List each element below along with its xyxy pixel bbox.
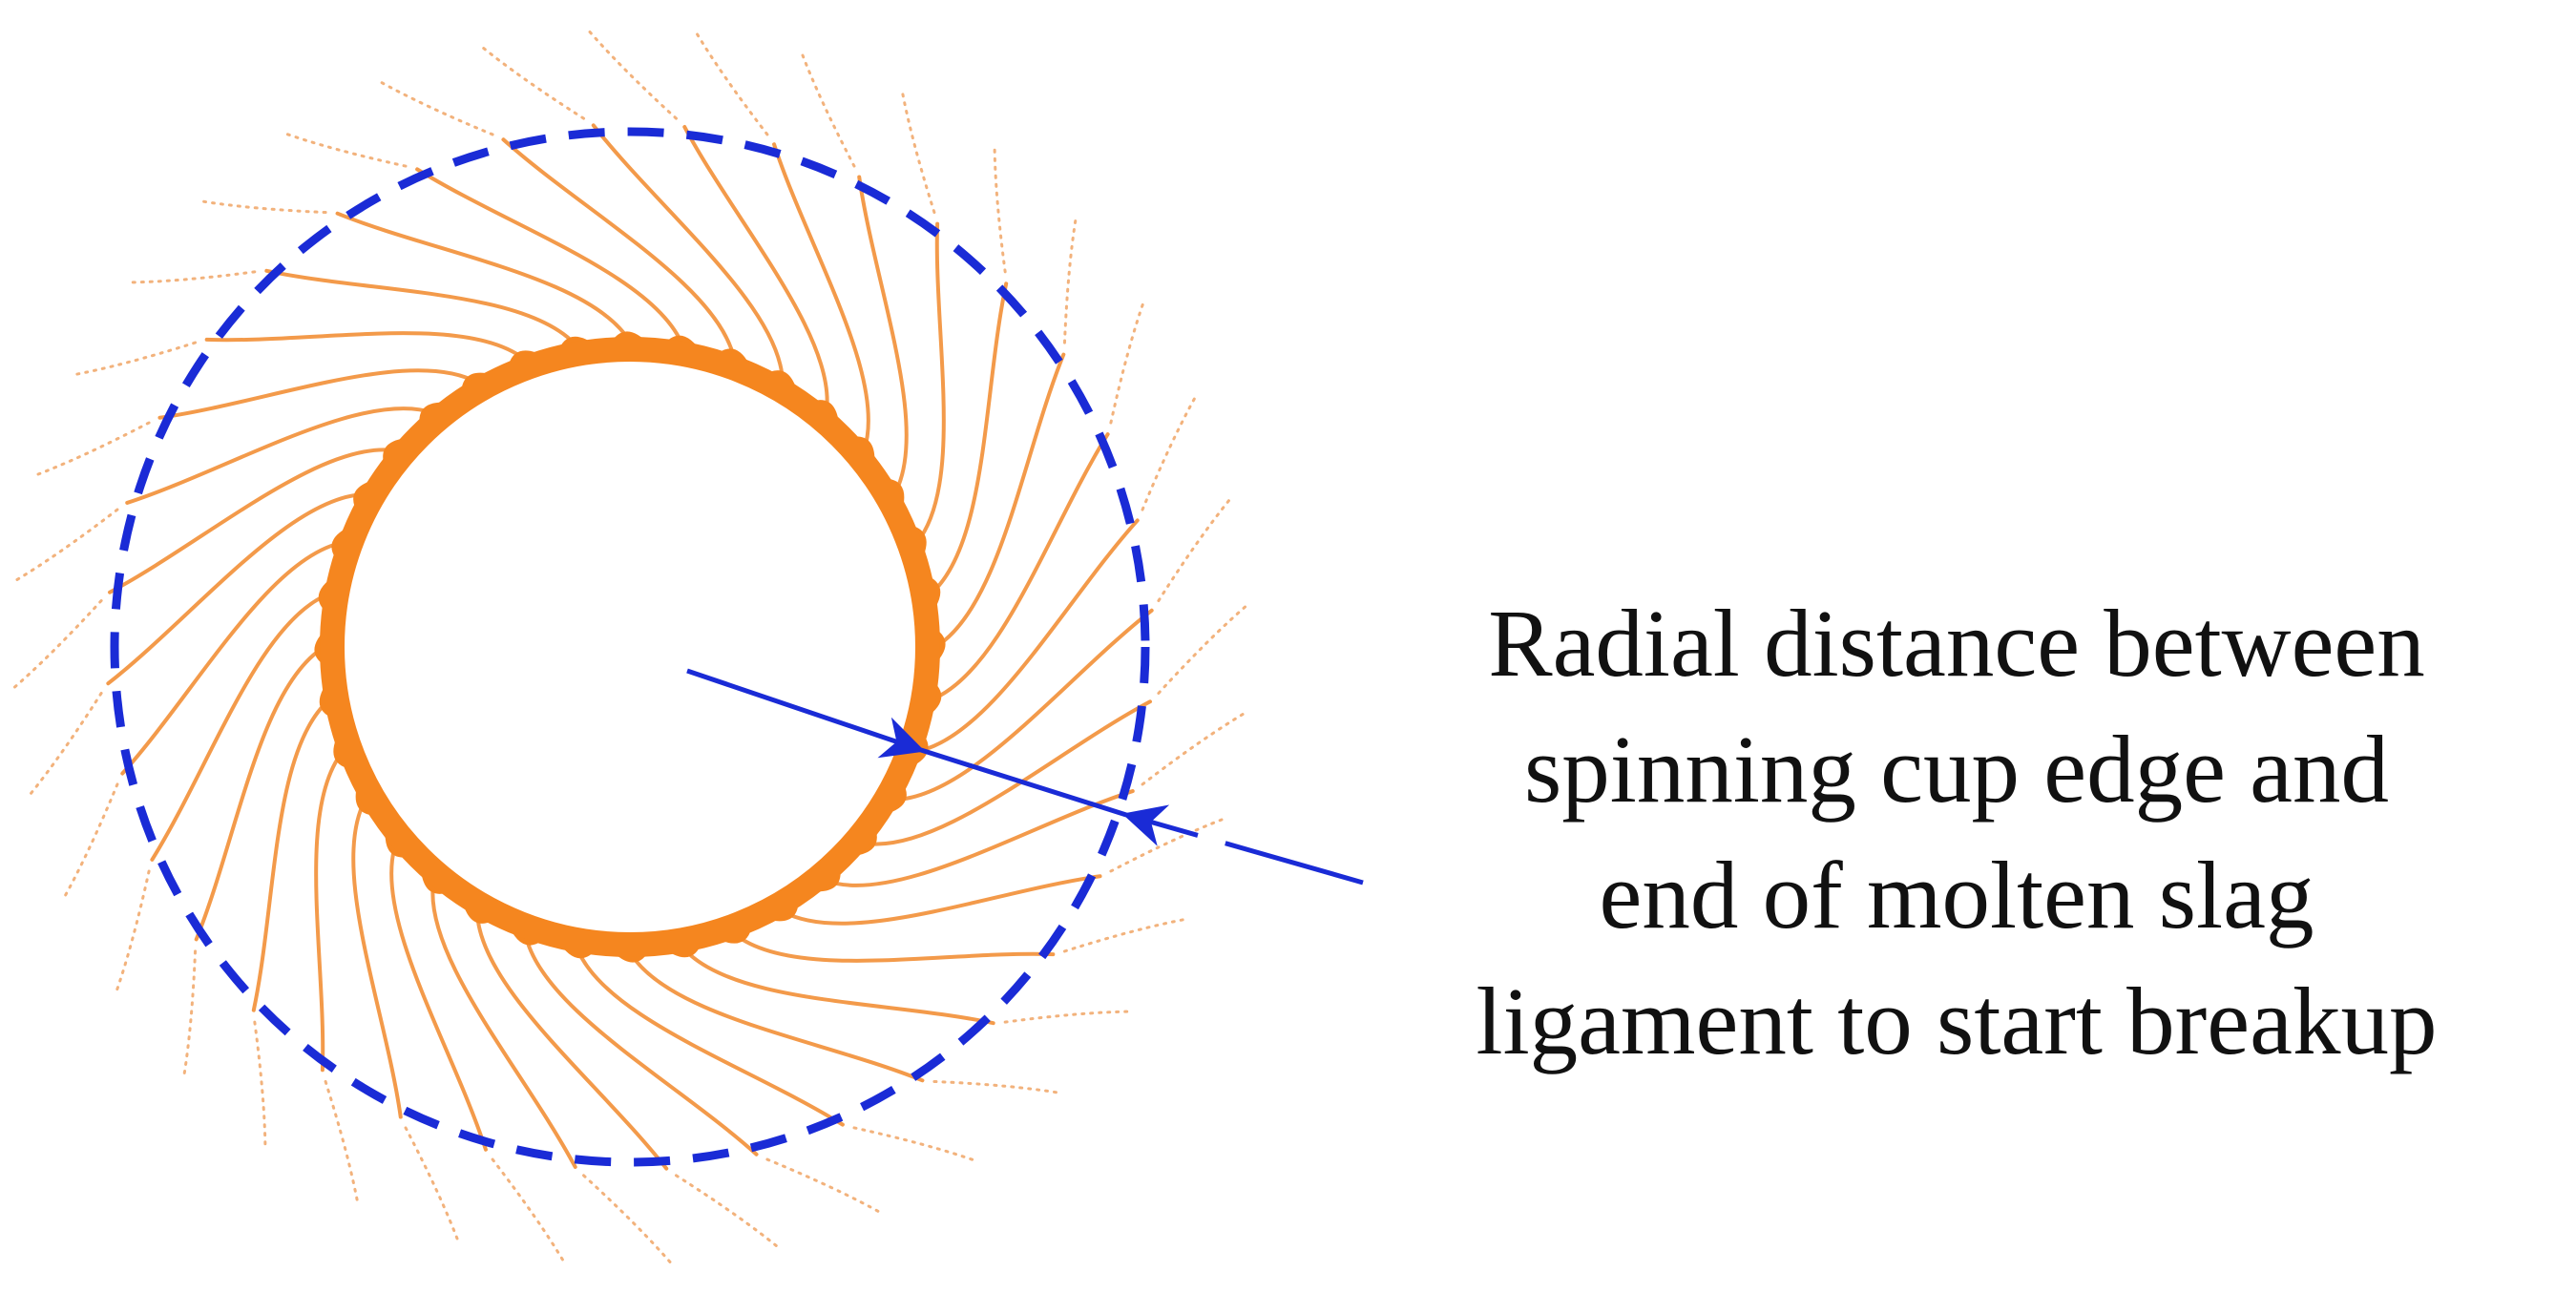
slag-ligament bbox=[108, 448, 398, 594]
slag-ligament bbox=[732, 931, 1056, 963]
slag-ligament bbox=[501, 137, 737, 363]
slag-ligament bbox=[914, 221, 946, 545]
slag-ligament bbox=[335, 211, 632, 344]
label-line-2: spinning cup edge and bbox=[1524, 716, 2389, 823]
slag-ligament bbox=[892, 608, 1154, 802]
slag-ligament bbox=[475, 909, 669, 1171]
droplet-trail bbox=[197, 198, 327, 215]
slag-ligament bbox=[430, 879, 577, 1169]
slag-ligament bbox=[120, 540, 346, 776]
arrow-to-cup-edge bbox=[686, 668, 926, 759]
slag-ligament bbox=[933, 352, 1066, 649]
droplet-trail bbox=[61, 782, 119, 901]
slag-ligament bbox=[415, 167, 685, 348]
droplet-trails bbox=[10, 27, 1250, 1267]
droplet-trail bbox=[1157, 495, 1234, 603]
droplet-trail bbox=[126, 270, 257, 284]
droplet-trail bbox=[10, 599, 103, 692]
slag-ligament bbox=[204, 331, 528, 363]
slag-ligament bbox=[264, 268, 579, 348]
slag-ligament bbox=[862, 699, 1152, 846]
droplet-trail bbox=[11, 508, 119, 584]
slag-ligament bbox=[351, 798, 403, 1119]
droplet-trail bbox=[71, 341, 198, 377]
droplet-trail bbox=[114, 869, 151, 995]
droplet-trail bbox=[31, 421, 151, 478]
slag-ligament bbox=[781, 874, 1102, 926]
droplet-trail bbox=[181, 949, 198, 1080]
slag-ligament bbox=[157, 368, 479, 420]
droplet-trail bbox=[1003, 1010, 1134, 1024]
slag-ligament bbox=[824, 789, 1135, 887]
spinning-cup-edge bbox=[320, 337, 940, 957]
slag-ligament bbox=[251, 698, 331, 1012]
droplet-trail bbox=[1062, 214, 1079, 344]
breakup-boundary-circle bbox=[110, 127, 1150, 1167]
droplet-trail bbox=[852, 1126, 978, 1163]
slag-ligament bbox=[575, 946, 845, 1127]
droplet-trail bbox=[993, 143, 1007, 274]
slag-ligament bbox=[772, 142, 870, 453]
droplet-trail bbox=[1157, 602, 1250, 695]
label-line-1: Radial distance between bbox=[1488, 590, 2425, 697]
slag-ligament bbox=[314, 749, 346, 1073]
droplet-trail bbox=[1141, 393, 1199, 511]
droplet-trail bbox=[1062, 917, 1189, 953]
droplet-trail bbox=[582, 1174, 675, 1267]
slag-ligament bbox=[857, 175, 909, 496]
droplet-trail bbox=[585, 27, 678, 120]
droplet-trail bbox=[376, 78, 494, 136]
slag-ligament bbox=[929, 281, 1009, 596]
droplet-trail bbox=[491, 1157, 567, 1265]
droplet-trail bbox=[1141, 710, 1248, 786]
slag-ligament bbox=[914, 518, 1140, 754]
droplet-trail bbox=[478, 43, 586, 120]
slag-ligament bbox=[389, 841, 488, 1152]
droplet-trail bbox=[900, 88, 936, 215]
slag-ligament bbox=[523, 931, 759, 1157]
slag-ligament bbox=[682, 125, 829, 415]
slag-ligament bbox=[929, 432, 1110, 702]
droplet-trail bbox=[674, 1174, 782, 1251]
droplet-trail bbox=[693, 29, 769, 136]
droplet-trail bbox=[1109, 299, 1146, 425]
label-line-4: ligament to start breakup bbox=[1476, 968, 2438, 1074]
droplet-trail bbox=[253, 1020, 267, 1151]
droplet-trail bbox=[932, 1079, 1063, 1095]
slag-ligament bbox=[150, 592, 331, 862]
slag-ligament bbox=[194, 645, 326, 942]
slag-ligament bbox=[125, 406, 436, 505]
label-line-3: end of molten slag bbox=[1599, 842, 2314, 948]
arrow-to-breakup-boundary bbox=[1121, 804, 1364, 886]
droplet-trail bbox=[799, 49, 856, 168]
slag-ligament bbox=[106, 492, 367, 686]
radial-distance-label: Radial distance between spinning cup edg… bbox=[1374, 580, 2539, 1084]
droplet-trail bbox=[1109, 816, 1228, 873]
radial-distance-segment bbox=[920, 747, 1127, 818]
droplet-trail bbox=[282, 131, 408, 168]
droplet-trail bbox=[765, 1157, 884, 1216]
slag-ligament bbox=[591, 123, 785, 385]
droplet-trail bbox=[324, 1079, 360, 1206]
droplet-trail bbox=[26, 691, 103, 799]
slag-ligament bbox=[628, 950, 925, 1083]
slag-ligament bbox=[681, 946, 995, 1026]
droplet-trail bbox=[404, 1126, 461, 1245]
